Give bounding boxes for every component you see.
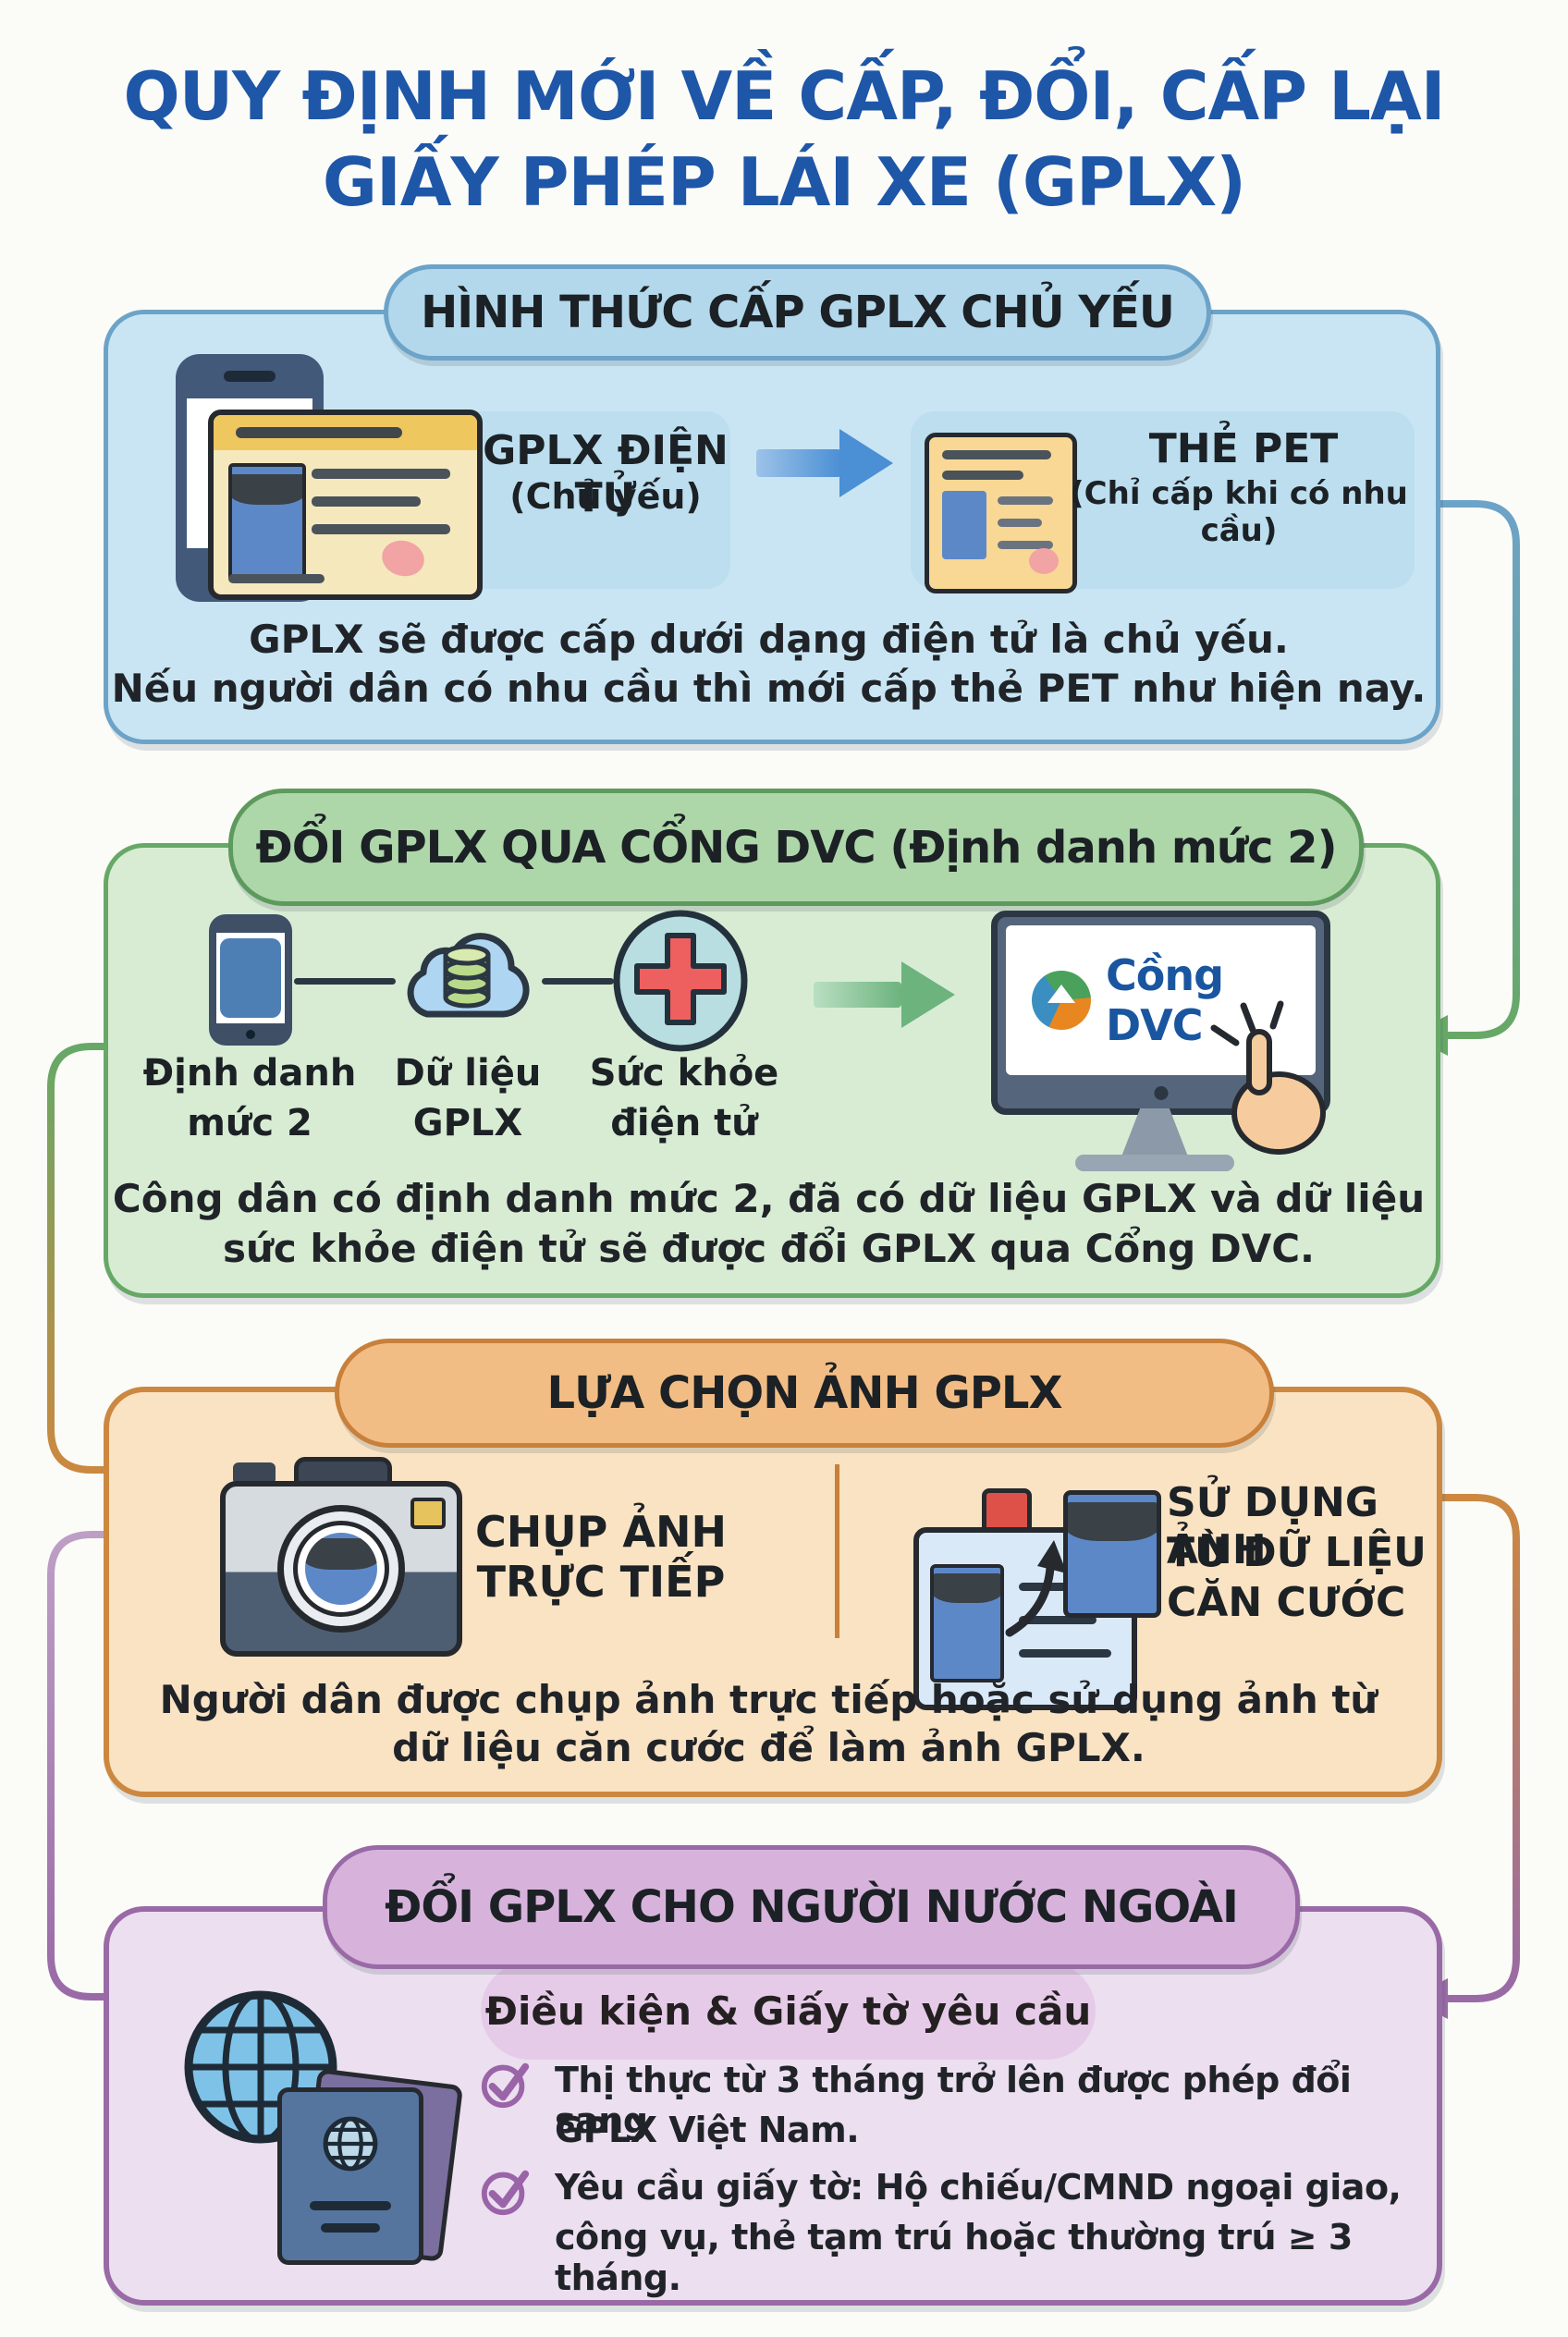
section2-body-line1: Công dân có định danh mức 2, đã có dữ li… xyxy=(112,1176,1426,1221)
link-line xyxy=(542,978,614,985)
pet-line xyxy=(998,496,1053,505)
check2-line2: công vụ, thẻ tạm trú hoặc thường trú ≥ 3… xyxy=(555,2217,1353,2298)
camera-lens-ring xyxy=(293,1521,389,1617)
card-text-line xyxy=(228,574,325,583)
pet-line xyxy=(998,541,1053,549)
phone-speaker-icon xyxy=(224,371,276,382)
dvc-item2-label2: GPLX xyxy=(412,1102,523,1144)
passport-icon xyxy=(277,2087,423,2265)
pet-card-icon xyxy=(925,433,1077,593)
check-icon xyxy=(481,2062,530,2109)
card-text-line xyxy=(312,524,450,534)
section-dvc-header: ĐỔI GPLX QUA CỔNG DVC (Định danh mức 2) xyxy=(228,789,1364,906)
eid-avatar-icon xyxy=(224,942,277,1014)
section1-body-line2: Nếu người dân có nhu cầu thì mới cấp thẻ… xyxy=(111,666,1427,711)
click-hand-cursor-icon xyxy=(1210,1000,1326,1155)
pet-stamp-icon xyxy=(1029,548,1059,574)
connector-s3-s4 xyxy=(47,1531,142,2001)
requirements-subheader: Điều kiện & Giấy tờ yêu cầu xyxy=(481,1962,1096,2060)
cccd-photo-label3: CĂN CƯỚC xyxy=(1167,1579,1406,1626)
camera-flash-button xyxy=(410,1498,446,1529)
health-cross-icon xyxy=(613,910,748,1052)
card-photo xyxy=(228,463,306,581)
pet-line xyxy=(942,471,1023,480)
database-cylinder-icon xyxy=(443,944,491,1009)
section-issue-form-header-label: HÌNH THỨC CẤP GPLX CHỦ YẾU xyxy=(421,287,1175,338)
cloud-database-icon xyxy=(407,933,530,1018)
digital-license-label: GPLX ĐIỆN TỬ xyxy=(483,427,729,521)
requirements-subheader-label: Điều kiện & Giấy tờ yêu cầu xyxy=(484,1988,1092,2034)
blue-arrow-shaft xyxy=(756,449,841,477)
connector-s3-s4-right xyxy=(1425,1494,1520,2002)
pet-card-label: THẺ PET xyxy=(1148,425,1339,472)
digital-license-sublabel: (Chủ yếu) xyxy=(509,476,702,517)
passport-emblem-icon xyxy=(323,2116,378,2172)
card-stamp-icon xyxy=(378,536,428,581)
dvc-item3-label2: điện tử xyxy=(610,1102,758,1144)
check2-line1: Yêu cầu giấy tờ: Hộ chiếu/CMND ngoại gia… xyxy=(555,2167,1402,2208)
dvc-item1-label2: mức 2 xyxy=(187,1102,312,1144)
eid-avatar-background xyxy=(220,938,281,1018)
phone-button xyxy=(246,1030,255,1039)
person-portrait-icon xyxy=(934,1573,1000,1679)
page-title-line2: GIẤY PHÉP LÁI XE (GPLX) xyxy=(322,143,1246,221)
curved-arrow-icon xyxy=(1005,1540,1067,1637)
extracted-photo xyxy=(1063,1490,1161,1618)
camera-lens-subject xyxy=(305,1533,377,1605)
dvc-portal-logo-icon xyxy=(1032,971,1091,1030)
dvc-item2-label1: Dữ liệu xyxy=(394,1052,542,1095)
section-photo-header-label: LỰA CHỌN ẢNH GPLX xyxy=(546,1367,1062,1419)
eid-phone-icon xyxy=(209,914,292,1046)
section2-body-line2: sức khỏe điện tử sẽ được đổi GPLX qua Cổ… xyxy=(222,1226,1316,1271)
section3-body-line2: dữ liệu căn cước để làm ảnh GPLX. xyxy=(392,1725,1145,1770)
id-line xyxy=(1019,1616,1096,1624)
section3-body-line1: Người dân được chụp ảnh trực tiếp hoặc s… xyxy=(159,1677,1378,1722)
passport-text-line xyxy=(321,2223,380,2233)
id-card-photo xyxy=(930,1564,1004,1682)
cccd-photo-label1: SỬ DỤNG ẢNH xyxy=(1167,1479,1378,1573)
check1-line1: Thị thực từ 3 tháng trở lên được phép đổ… xyxy=(555,2060,1352,2141)
pet-card-sublabel: (Chỉ cấp khi có nhu cầu) xyxy=(1070,475,1408,549)
section-foreigner-header-label: ĐỔI GPLX CHO NGƯỜI NƯỚC NGOÀI xyxy=(385,1881,1239,1933)
dvc-portal-label: Cồng DVC xyxy=(1106,950,1224,1050)
direct-photo-label2: TRỰC TIẾP xyxy=(476,1557,726,1607)
vertical-divider xyxy=(835,1464,839,1638)
green-arrow-shaft xyxy=(814,982,901,1008)
pet-line xyxy=(942,450,1051,459)
camera-lens-icon xyxy=(277,1505,405,1633)
passport-text-line xyxy=(310,2201,391,2210)
connector-s2-s3 xyxy=(47,1043,142,1474)
pet-line xyxy=(998,519,1042,527)
section-issue-form-header: HÌNH THỨC CẤP GPLX CHỦ YẾU xyxy=(384,264,1211,361)
check1-line2: GPLX Việt Nam. xyxy=(555,2110,860,2150)
section-dvc-header-label: ĐỔI GPLX QUA CỔNG DVC (Định danh mức 2) xyxy=(255,821,1337,874)
id-line xyxy=(1019,1649,1111,1658)
section-foreigner-header: ĐỔI GPLX CHO NGƯỜI NƯỚC NGOÀI xyxy=(323,1845,1300,1969)
direct-photo-label1: CHỤP ẢNH xyxy=(475,1507,727,1557)
digital-license-card-icon xyxy=(208,410,483,600)
pet-photo xyxy=(942,491,986,559)
check-icon xyxy=(481,2170,530,2216)
section-photo-header: LỰA CHỌN ẢNH GPLX xyxy=(335,1339,1274,1448)
page-title-line1: QUY ĐỊNH MỚI VỀ CẤP, ĐỔI, CẤP LẠI xyxy=(123,57,1445,135)
card-text-line xyxy=(312,496,421,507)
green-right-arrow-icon xyxy=(901,961,955,1028)
monitor-button-icon xyxy=(1154,1086,1168,1100)
card-text-line xyxy=(312,469,450,479)
card-title-line xyxy=(236,427,402,438)
person-portrait-icon xyxy=(232,474,302,578)
dvc-item3-label1: Sức khỏe xyxy=(589,1052,779,1095)
cccd-photo-label2: TỪ DỮ LIỆU xyxy=(1167,1529,1427,1576)
section1-body-line1: GPLX sẽ được cấp dưới dạng điện tử là ch… xyxy=(249,617,1289,662)
dvc-item1-label1: Định danh xyxy=(142,1052,357,1095)
monitor-base xyxy=(1075,1155,1234,1171)
blue-right-arrow-icon xyxy=(839,429,893,497)
person-portrait-icon xyxy=(305,1538,377,1605)
person-portrait-icon xyxy=(1068,1502,1157,1613)
link-line xyxy=(294,978,396,985)
connector-s1-s2 xyxy=(1425,500,1520,1039)
